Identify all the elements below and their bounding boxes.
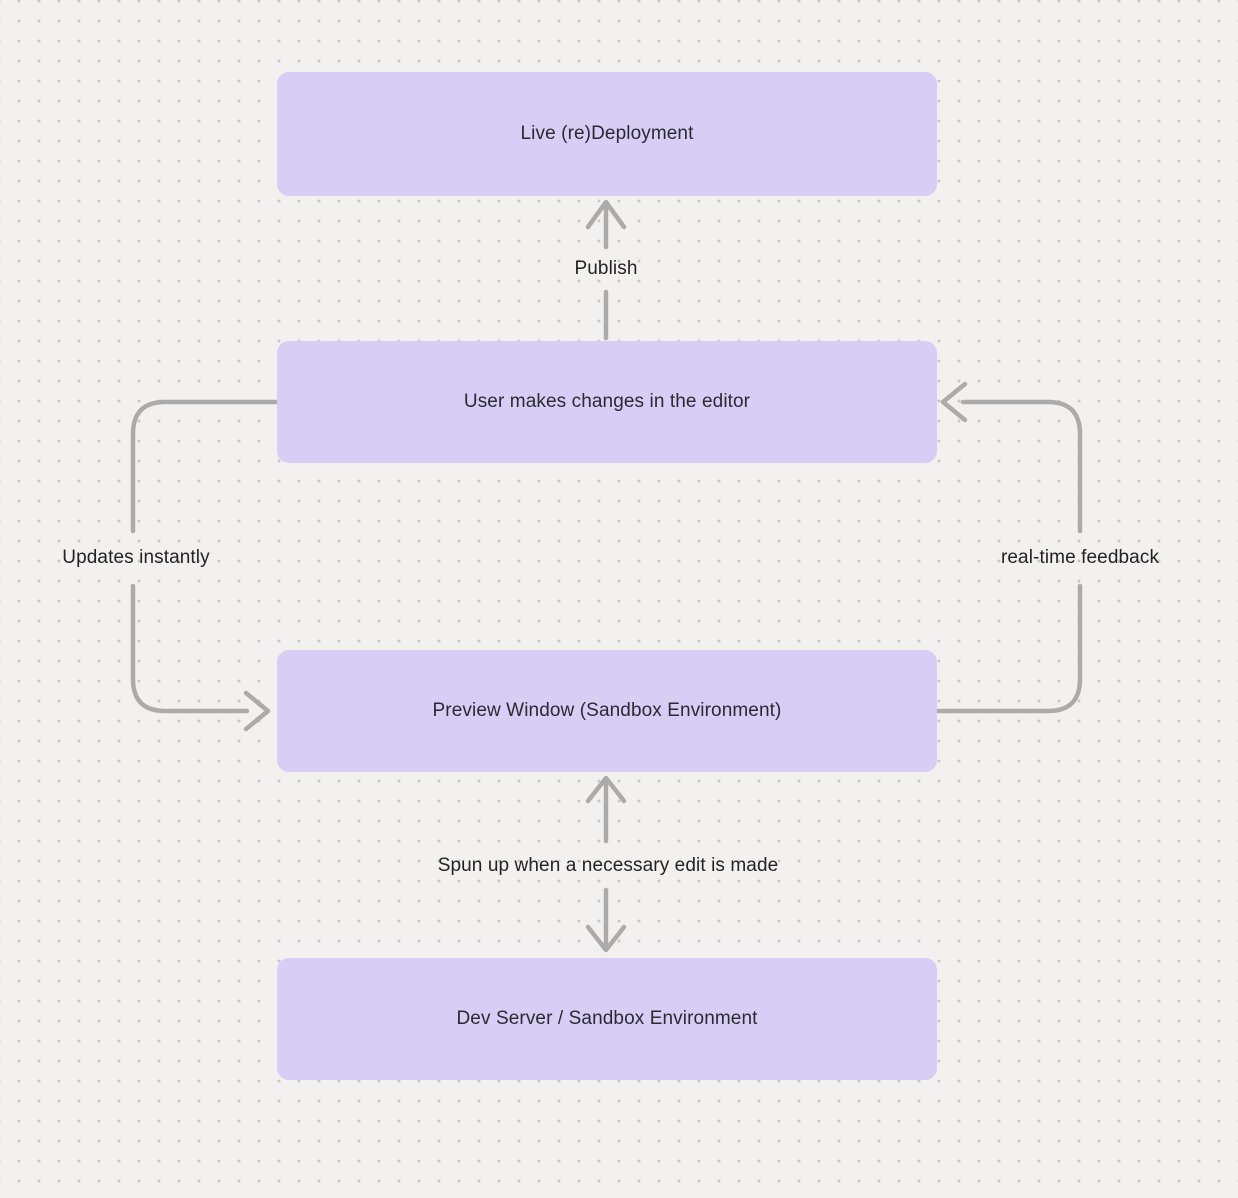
- node-dev-server: Dev Server / Sandbox Environment: [277, 958, 937, 1080]
- arrowhead-left-icon: [940, 381, 968, 423]
- node-label: Preview Window (Sandbox Environment): [432, 700, 782, 721]
- connector-label-spun-up: Spun up when a necessary edit is made: [437, 855, 779, 876]
- node-live-redeployment: Live (re)Deployment: [277, 72, 937, 196]
- connector-feedback-lower-line: [934, 583, 1083, 714]
- connector-updates-upper-line: [130, 399, 280, 534]
- connector-label-updates-instantly: Updates instantly: [62, 547, 210, 568]
- node-label: Dev Server / Sandbox Environment: [456, 1008, 758, 1029]
- connector-label-publish: Publish: [574, 258, 638, 279]
- arrowhead-down-icon: [585, 924, 627, 953]
- node-label: User makes changes in the editor: [463, 391, 751, 412]
- connector-feedback-upper-line: [960, 399, 1083, 534]
- arrowhead-up-icon: [585, 775, 627, 804]
- node-label: Live (re)Deployment: [520, 123, 694, 144]
- node-user-makes-changes: User makes changes in the editor: [277, 341, 937, 463]
- arrowhead-right-icon: [243, 690, 271, 732]
- connector-updates-lower-line: [130, 583, 250, 714]
- connector-label-real-time-feedback: real-time feedback: [1000, 547, 1160, 568]
- arrowhead-up-icon: [585, 199, 627, 230]
- node-preview-window: Preview Window (Sandbox Environment): [277, 650, 937, 772]
